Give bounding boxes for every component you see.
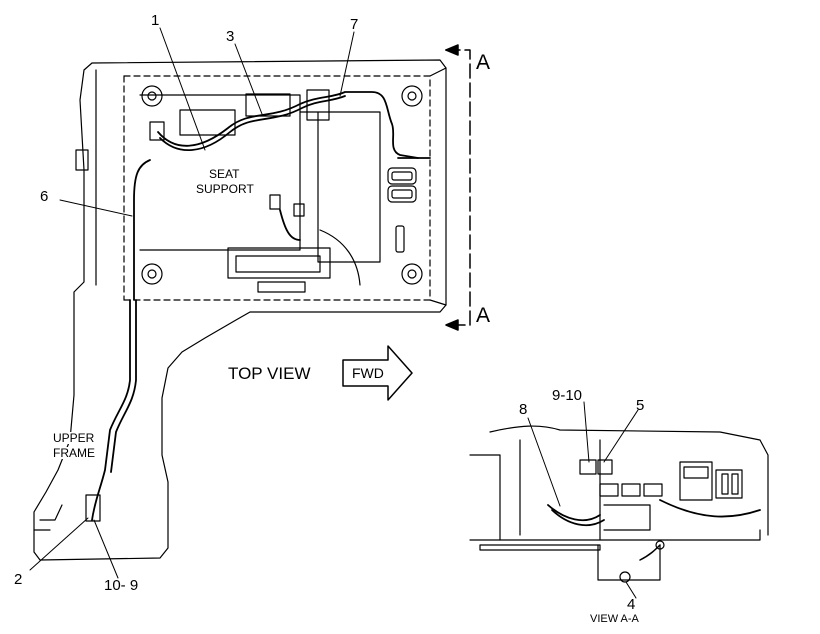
fwd-arrow — [342, 345, 413, 401]
seat-support-label-line1: SEAT — [209, 167, 240, 181]
callout-3: 3 — [226, 28, 235, 45]
upper-frame-label-line2: FRAME — [53, 446, 95, 460]
callout-10-9: 10- 9 — [104, 577, 139, 594]
fwd-arrow-label: FWD — [352, 365, 384, 381]
section-mark-a-top: A — [476, 51, 491, 74]
mounting-bosses — [141, 85, 423, 285]
callout-2: 2 — [14, 571, 23, 588]
top-view-title: TOP VIEW — [228, 364, 311, 383]
callout-8: 8 — [519, 401, 528, 418]
leader-lines — [29, 27, 639, 599]
upper-frame-outline — [33, 59, 447, 561]
seat-support-label-line2: SUPPORT — [196, 182, 254, 196]
callout-7: 7 — [350, 16, 359, 33]
wiring-harness — [91, 91, 431, 521]
callout-6: 6 — [40, 188, 49, 205]
callout-1: 1 — [151, 12, 160, 29]
section-mark-a-bottom: A — [476, 304, 491, 327]
plate-connectors — [75, 89, 417, 522]
callout-4: 4 — [627, 596, 636, 613]
view-a-a-detail — [469, 425, 769, 583]
callout-9-10: 9-10 — [552, 387, 583, 404]
callout-5: 5 — [636, 397, 645, 414]
view-a-a-title: VIEW A-A — [590, 613, 639, 625]
seat-support-plate — [139, 93, 381, 293]
upper-frame-label-line1: UPPER — [53, 431, 95, 445]
section-line-a-a — [445, 44, 471, 331]
